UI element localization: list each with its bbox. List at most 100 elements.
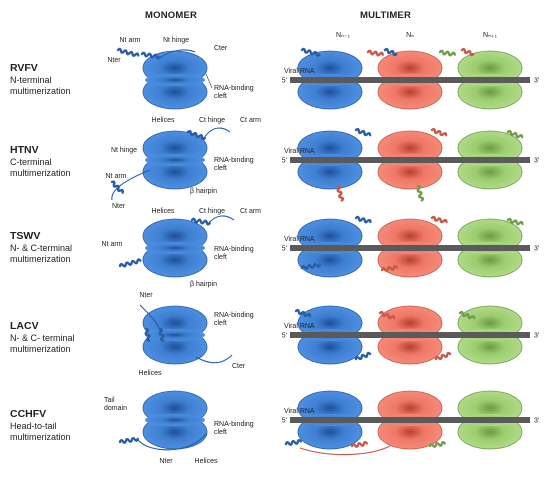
helix-coil: [354, 127, 372, 137]
helix-coil: [354, 351, 372, 361]
helix-coil: [190, 217, 211, 226]
viral-rna-bar: [290, 417, 530, 423]
viral-rna-bar: [290, 245, 530, 251]
virus-description: N- & C- terminal multimerization: [10, 333, 75, 354]
helix: [300, 47, 321, 57]
helix: [430, 127, 448, 137]
helix: [354, 351, 372, 361]
helix-coil: [116, 47, 140, 57]
annotation-label: Nt arm: [120, 37, 141, 44]
helix: [438, 49, 456, 57]
rna-five-prime: 5': [282, 78, 287, 85]
rna-three-prime: 3': [534, 246, 539, 253]
nt-hinge-helix: [140, 51, 161, 60]
rna-five-prime: 5': [282, 333, 287, 340]
monomer-cleft: [145, 242, 205, 254]
linker-curve: [299, 445, 391, 456]
linker-curve: [111, 169, 151, 201]
monomer-cleft: [145, 329, 205, 341]
monomer-header: MONOMER: [145, 10, 198, 21]
helix-coil: [460, 47, 475, 57]
helix: [380, 264, 398, 272]
helix: [144, 327, 151, 342]
helix: [186, 129, 207, 141]
helix-coil: [158, 327, 165, 342]
viral-rna-label: Viral RNA: [284, 236, 315, 243]
annotation-label: Nter: [159, 458, 173, 465]
helix-coil: [383, 47, 398, 57]
helix-coil: [118, 436, 139, 444]
viral-rna-bar: [290, 157, 530, 163]
rna-five-prime: 5': [282, 246, 287, 253]
helix: [460, 47, 475, 57]
virus-name: HTNV: [10, 144, 39, 156]
annotation-label: Nt arm: [106, 173, 127, 180]
annotation-label: Nter: [107, 57, 121, 64]
annotation-label: Ct arm: [240, 208, 261, 215]
helix-coil: [284, 438, 302, 446]
helix: [434, 351, 452, 361]
helix-coil: [430, 215, 448, 224]
annotation-label: Nt arm: [102, 241, 123, 248]
helix-coil: [300, 47, 321, 57]
helix: [336, 184, 345, 202]
annotation-label: Cter: [232, 363, 246, 370]
annotation-label: β hairpin: [190, 281, 217, 288]
helix-coil: [186, 129, 207, 141]
helix: [506, 217, 524, 226]
helix: [428, 440, 446, 448]
viral-rna-bar: [290, 332, 530, 338]
annotation-label: Nt hinge: [111, 147, 137, 154]
helix: [354, 127, 372, 137]
virus-description: N-terminal multimerization: [10, 75, 71, 96]
viral-rna-label: Viral RNA: [284, 68, 315, 75]
annotation-label: β hairpin: [190, 188, 217, 195]
virus-description: C-terminal multimerization: [10, 157, 71, 178]
viral-rna-label: Viral RNA: [284, 323, 315, 330]
helix: [110, 180, 125, 194]
helix-coil: [438, 49, 456, 57]
helix-coil: [110, 180, 125, 194]
helix: [190, 217, 211, 226]
row-htnv-title: HTNV C-terminal multimerization: [10, 144, 71, 179]
monomer-cleft: [145, 74, 205, 86]
helix: [378, 310, 396, 320]
helix-coil: [416, 184, 425, 202]
virus-name: RVFV: [10, 62, 38, 74]
helix-coil: [430, 127, 448, 137]
viral-rna-label: Viral RNA: [284, 408, 315, 415]
monomer-cleft: [145, 414, 205, 426]
row-rvfv-title: RVFV N-terminal multimerization: [10, 62, 71, 97]
helix-coil: [336, 184, 345, 202]
virus-name: TSWV: [10, 230, 41, 242]
helix: [416, 184, 425, 202]
column-label-right: Nₙ₊₁: [483, 32, 498, 39]
rna-five-prime: 5': [282, 158, 287, 165]
helix-coil: [434, 351, 452, 361]
helix: [350, 440, 368, 448]
helix: [284, 438, 302, 446]
virus-description: N- & C-terminal multimerization: [10, 243, 73, 264]
helix: [366, 49, 384, 57]
helix-coil: [144, 327, 151, 342]
helix: [458, 310, 476, 320]
nt-arm-helix: [116, 47, 140, 57]
helix-coil: [506, 217, 524, 226]
linker-curve: [195, 354, 233, 364]
viral-rna-label: Viral RNA: [284, 148, 315, 155]
column-label-left: Nₙ₋₁: [336, 32, 351, 39]
linker-curve: [159, 49, 196, 59]
annotation-label: Helices: [152, 117, 175, 124]
multimer-header: MULTIMER: [360, 10, 412, 21]
helix: [300, 262, 321, 270]
helix-coil: [354, 215, 372, 224]
virus-description: Head-to-tail multimerization: [10, 421, 71, 442]
rna-three-prime: 3': [534, 333, 539, 340]
helix-coil: [380, 264, 398, 272]
helix-coil: [350, 440, 368, 448]
